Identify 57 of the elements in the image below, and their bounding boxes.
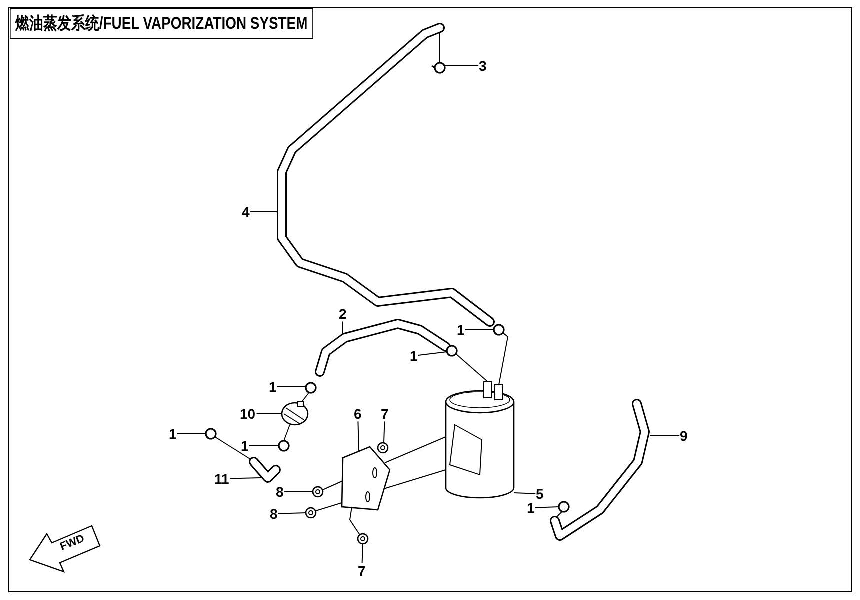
assembly-line [284, 424, 290, 442]
callout-number: 7 [358, 564, 366, 578]
clamp-drawing [305, 382, 317, 394]
fuel-filter-drawing [281, 402, 309, 426]
leader-line [514, 492, 536, 494]
clamp-drawing [278, 440, 290, 452]
bracket-drawing [341, 446, 391, 511]
callout-number: 1 [410, 349, 418, 363]
callout-number: 1 [169, 427, 177, 441]
assembly-line [214, 436, 250, 460]
leader-line [418, 352, 448, 356]
assembly-line [456, 354, 488, 382]
callout-number: 8 [276, 485, 284, 499]
callout-number: 1 [527, 501, 535, 515]
canister-drawing [445, 382, 515, 499]
assembly-line [498, 332, 509, 386]
callout-number: 1 [269, 380, 277, 394]
assembly-line [302, 392, 310, 402]
nut-drawing [377, 442, 389, 454]
assembly-line [384, 436, 446, 464]
callout-number: 8 [270, 507, 278, 521]
callout-number: 3 [479, 59, 487, 73]
leader-line [342, 321, 344, 334]
assembly-line [384, 470, 446, 490]
callout-number: 6 [354, 407, 362, 421]
hose-drawing [249, 457, 281, 483]
leader-line [384, 421, 386, 444]
clamp-drawing [205, 428, 217, 440]
clamp-drawing [432, 62, 446, 74]
assembly-line [556, 512, 562, 518]
callout-number: 10 [240, 407, 256, 421]
leader-line [358, 421, 360, 452]
clamp-drawing [446, 345, 458, 357]
leader-line [534, 506, 560, 508]
assembly-line [316, 502, 342, 512]
callout-number: 11 [214, 472, 230, 486]
clamp-drawing [493, 324, 505, 336]
hose-drawing [550, 399, 650, 541]
assembly-line [349, 506, 360, 536]
callout-number: 7 [381, 407, 389, 421]
leader-line [278, 512, 306, 514]
direction-label: FWD [58, 532, 86, 554]
callout-number: 2 [339, 307, 347, 321]
nut-drawing [357, 533, 369, 545]
nut-drawing [312, 486, 324, 498]
callout-number: 9 [680, 429, 688, 443]
leader-line [276, 386, 306, 388]
callout-number: 5 [536, 487, 544, 501]
leader-line [230, 478, 262, 480]
callout-number: 1 [241, 439, 249, 453]
title: 燃油蒸发系统/FUEL VAPORIZATION SYSTEM [10, 8, 314, 39]
leader-line [362, 544, 364, 564]
nut-drawing [305, 507, 317, 519]
assembly-line [322, 480, 344, 490]
hose-drawing [315, 319, 451, 377]
callout-number: 1 [457, 323, 465, 337]
callout-number: 4 [242, 205, 250, 219]
